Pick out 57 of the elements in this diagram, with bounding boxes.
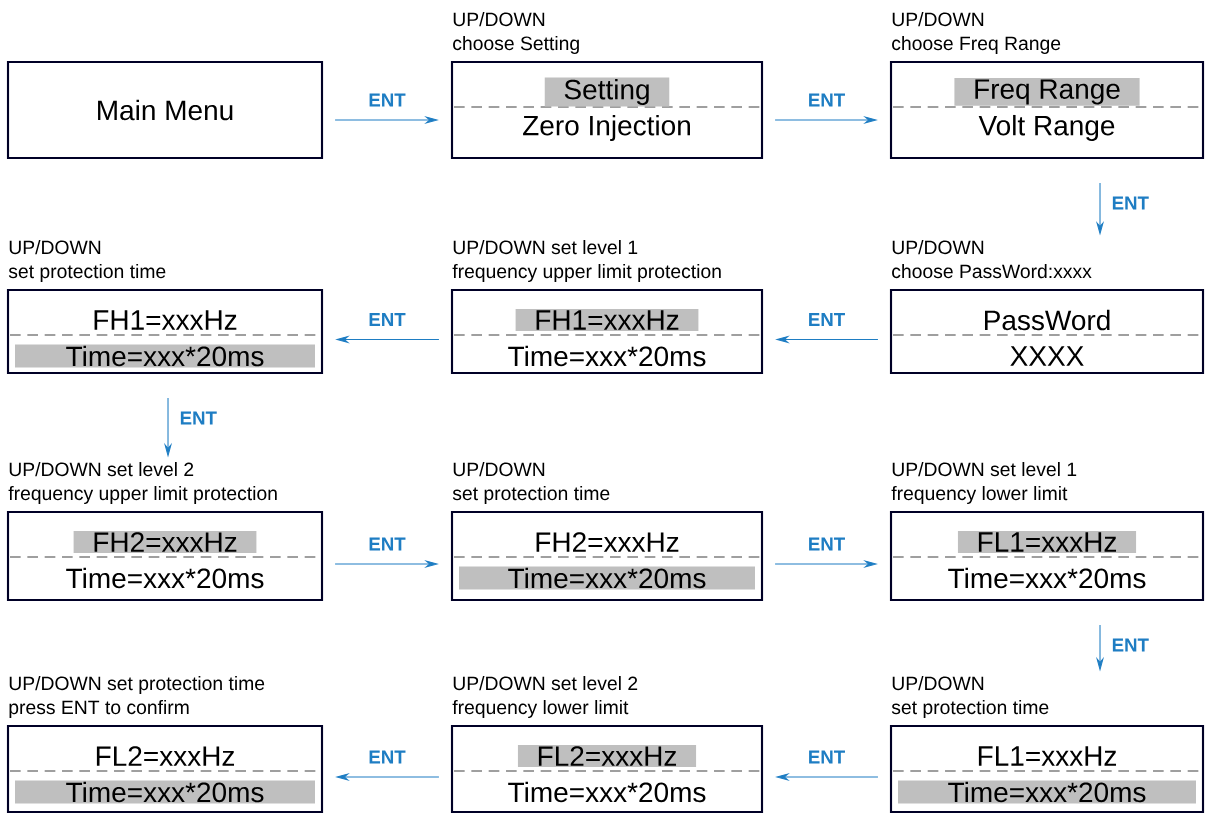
instruction-text: frequency upper limit protection [452,264,721,282]
display-text: Time=xxx*20ms [948,567,1146,589]
instruction-text: UP/DOWN [9,240,101,255]
display-text: Time=xxx*20ms [508,781,706,803]
instruction-text: press ENT to confirm [9,700,189,718]
edge-label: ENT [369,750,406,764]
highlighted-text: FL1=xxxHz [957,531,1137,553]
highlighted-text: Time=xxx*20ms [459,566,755,590]
instruction-text: set protection time [8,264,166,282]
display-text: Volt Range [978,114,1115,142]
display-text: Zero Injection [523,114,690,142]
lcd-screen [6,60,324,160]
highlighted-text: Time=xxx*20ms [15,780,315,804]
instruction-text: set protection time [891,700,1049,718]
edge-label: ENT [180,411,217,425]
edge-label: ENT [809,750,845,764]
edge-label: ENT [809,537,845,551]
display-text: Main Menu [98,99,233,121]
instruction-text: UP/DOWN set level 2 [453,676,638,691]
instruction-text: UP/DOWN [892,12,984,27]
display-text: FL1=xxxHz [978,746,1116,766]
edge-label: ENT [809,313,845,326]
display-text: Time=xxx*20ms [508,345,706,367]
edge-label: ENT [369,313,406,326]
highlighted-text: FH2=xxxHz [73,530,257,554]
highlighted-text: Time=xxx*20ms [15,344,315,368]
instruction-text: choose PassWord:xxxx [892,264,1092,279]
edge-label: ENT [369,537,406,551]
highlighted-text: Time=xxx*20ms [898,780,1196,804]
highlighted-text: Setting [544,77,670,107]
display-text: XXXX [1010,346,1084,366]
instruction-text: UP/DOWN [453,462,545,477]
instruction-text: frequency lower limit [891,486,1068,504]
display-text: FL2=xxxHz [96,746,234,766]
instruction-text: UP/DOWN set protection time [9,676,265,694]
instruction-text: UP/DOWN [892,676,984,691]
display-text: PassWord [985,309,1110,331]
instruction-text: choose Setting [453,36,579,54]
display-text: FH2=xxxHz [536,532,679,552]
instruction-text: choose Freq Range [892,36,1061,54]
edge-label: ENT [369,93,406,107]
edge-label: ENT [1112,196,1149,210]
instruction-text: UP/DOWN [453,12,545,27]
instruction-text: frequency lower limit [452,700,629,718]
instruction-text: frequency upper limit protection [8,486,277,504]
instruction-text: UP/DOWN set level 1 [453,240,638,255]
edge-label: ENT [1112,638,1149,652]
display-text: FH1=xxxHz [94,310,237,330]
highlighted-text: FH1=xxxHz [515,309,699,331]
edge-label: ENT [809,93,845,107]
instruction-text: UP/DOWN set level 1 [892,462,1077,477]
instruction-text: UP/DOWN set level 2 [9,462,194,477]
instruction-text: UP/DOWN [892,240,984,255]
highlighted-text: Freq Range [954,78,1140,106]
display-text: Time=xxx*20ms [66,567,264,589]
highlighted-text: FL2=xxxHz [517,744,697,768]
instruction-text: set protection time [452,486,610,504]
